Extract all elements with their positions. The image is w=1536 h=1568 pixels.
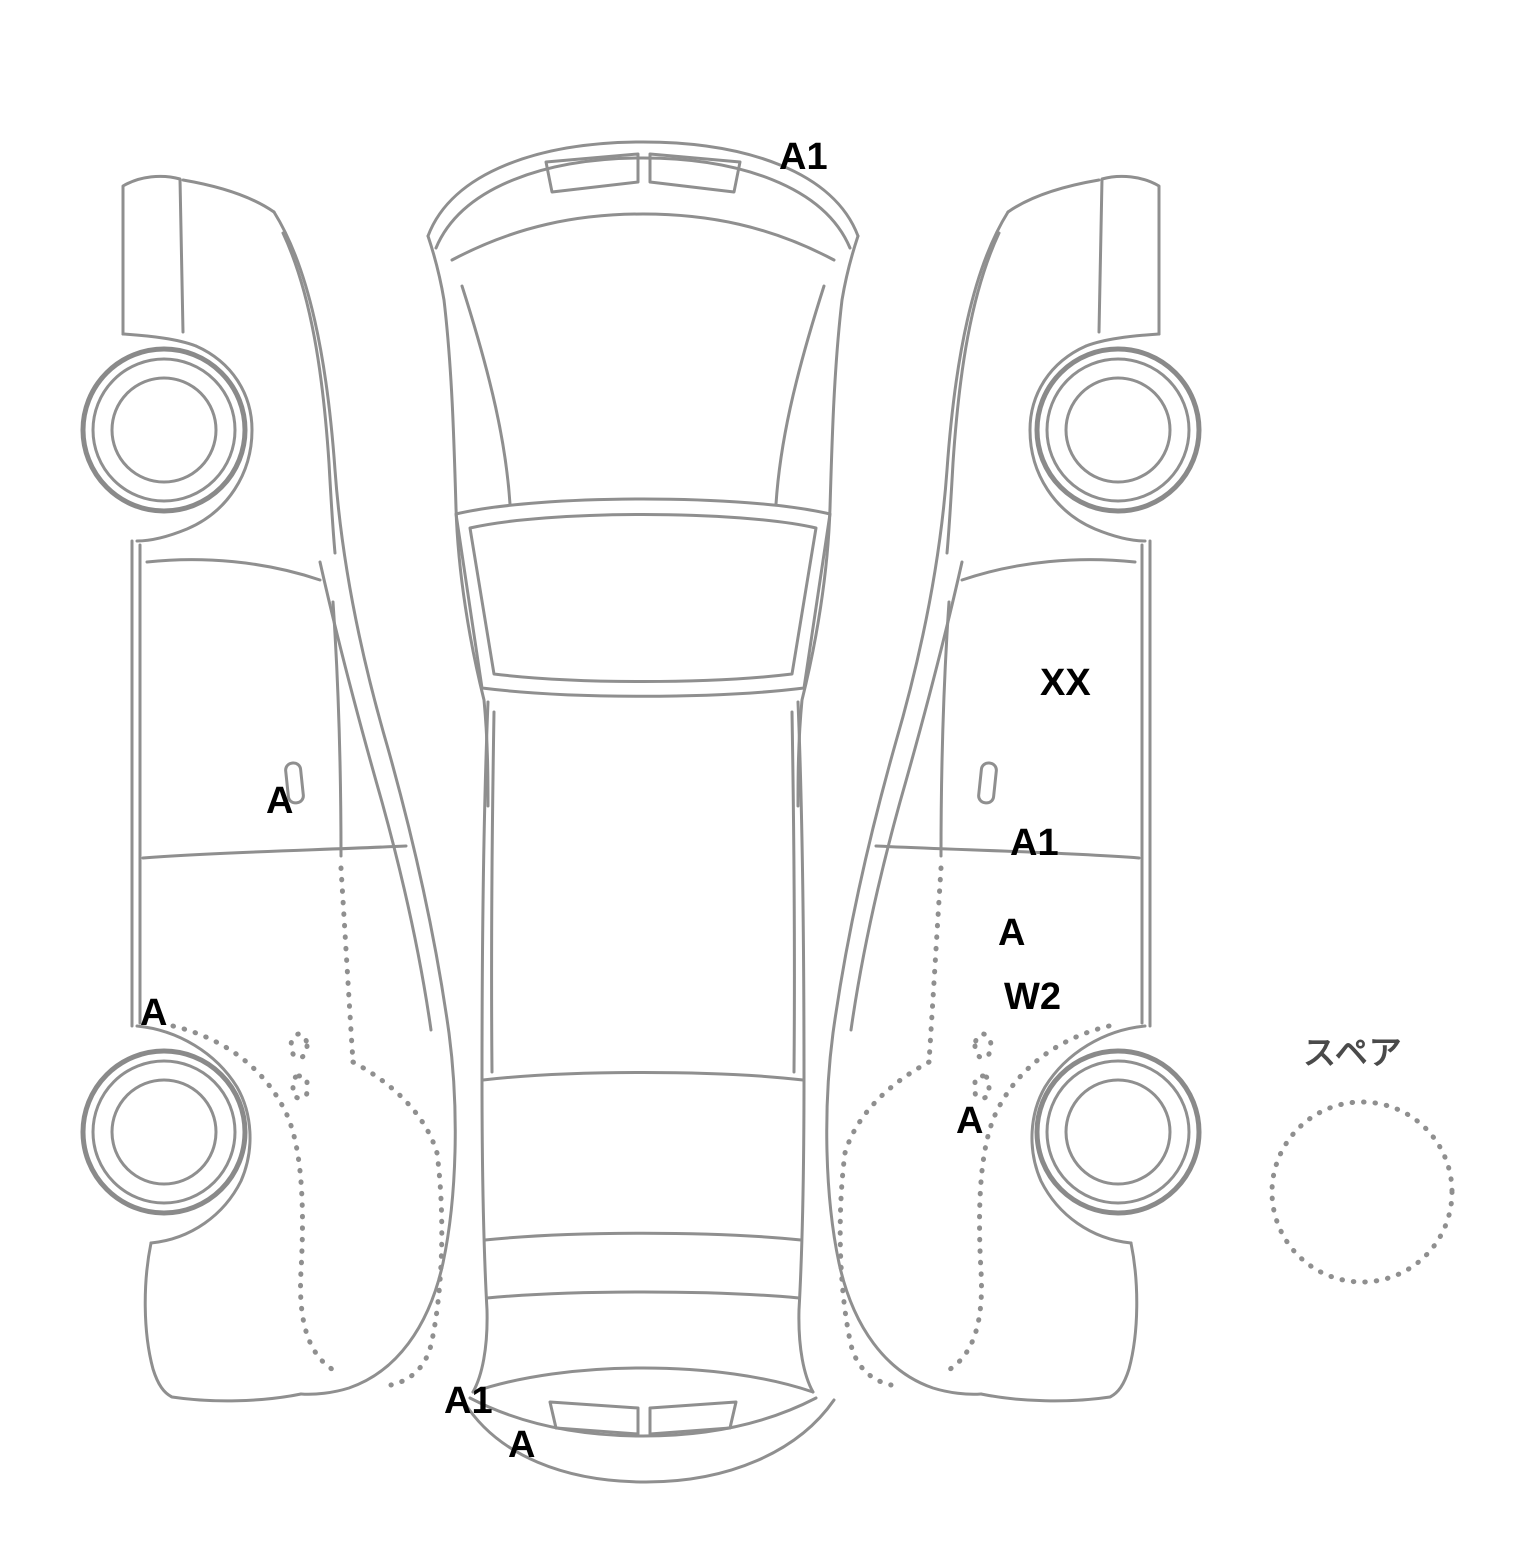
damage-code-a-left-front-door: A: [266, 780, 294, 822]
roof-rear-edge: [481, 1071, 805, 1082]
rear-grille-left: [548, 1400, 640, 1436]
cabin-side-right: [796, 700, 815, 1394]
roof-rail-left: [490, 710, 496, 1074]
damage-code-xx-right-front-door: XX: [1040, 662, 1091, 704]
spare-tire: [1269, 1099, 1455, 1285]
damage-code-a1-rear: A1: [444, 1380, 493, 1422]
spare-tire-circle: [1269, 1099, 1455, 1285]
damage-code-a1-right-rear-door: A1: [1010, 822, 1059, 864]
windshield-inner: [468, 513, 818, 683]
front-bumper-outer-arc: [426, 140, 860, 238]
windshield-outer: [454, 497, 832, 698]
damage-code-a-left-rocker: A: [140, 992, 168, 1034]
front-grille-left: [544, 152, 640, 194]
damage-code-a1-front: A1: [779, 136, 828, 178]
cabin-side-left: [471, 700, 490, 1394]
top-view: [426, 140, 860, 1484]
right-side-view: [827, 176, 1199, 1400]
roof-rail-right: [790, 710, 796, 1074]
rear-window-line: [483, 1231, 803, 1242]
damage-code-w2-right-rear: W2: [1004, 976, 1061, 1018]
trunk-line: [485, 1290, 801, 1300]
damage-code-a-right-rear-door: A: [998, 912, 1026, 954]
front-grille-right: [648, 152, 742, 194]
rear-grille-right: [648, 1400, 738, 1436]
hood-crease-left: [460, 284, 512, 506]
hood-crease-right: [774, 284, 826, 506]
hood-front-edge: [450, 212, 836, 262]
spare-tire-label: スペア: [1303, 1034, 1403, 1071]
rear-bumper-outer-arc: [462, 1398, 836, 1484]
rear-bumper-inner-arc: [468, 1396, 818, 1438]
trunk-edge: [471, 1366, 815, 1394]
damage-code-a-right-rocker: A: [956, 1100, 984, 1142]
front-bumper-inner-arc: [434, 156, 852, 250]
damage-code-a-rear: A: [508, 1424, 536, 1466]
